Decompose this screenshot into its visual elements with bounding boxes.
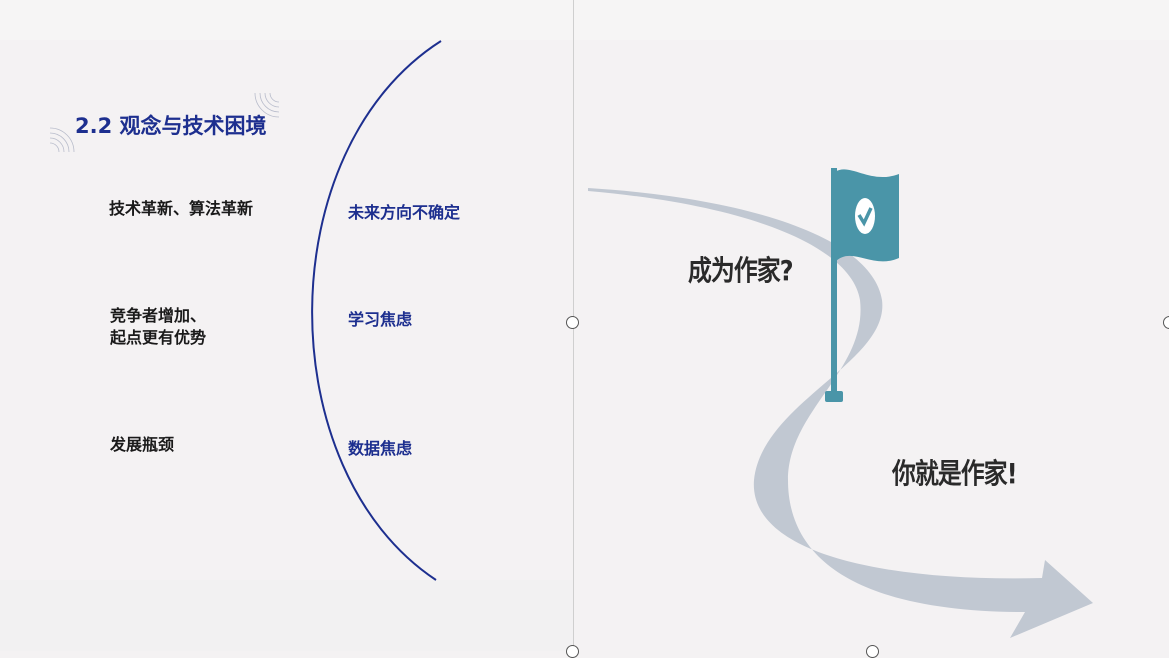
right-item: 学习焦虑 [348,310,413,329]
bottom-band [0,580,573,651]
question-text: 成为作家? [688,254,794,287]
divider-arc [311,40,442,581]
left-item: 起点更有优势 [110,328,207,347]
right-item: 数据焦虑 [348,439,413,458]
right-item: 未来方向不确定 [348,203,461,222]
flag-icon [825,168,899,402]
resize-handle[interactable] [566,645,579,658]
road-arrow-icon [588,188,1093,638]
answer-text: 你就是作家! [892,457,1018,490]
left-item: 竞争者增加、 [110,306,207,325]
top-band [0,0,1169,40]
resize-handle[interactable] [1163,316,1169,329]
corner-decoration-icon [49,92,280,153]
resize-handle[interactable] [566,316,579,329]
check-icon [855,198,875,234]
left-item: 发展瓶颈 [110,435,175,454]
resize-handle[interactable] [866,645,879,658]
page-title: 2.2 观念与技术困境 [75,114,267,138]
left-item: 技术革新、算法革新 [109,199,254,218]
